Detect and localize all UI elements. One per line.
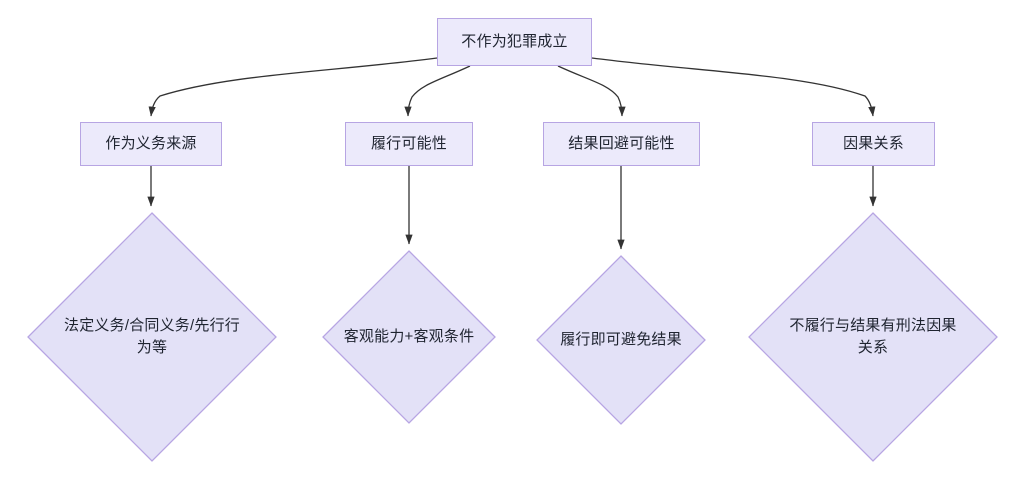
node-cond-1-label: 作为义务来源: [105, 134, 197, 152]
node-detail-4-label: 不履行与结果有刑法因果关系: [789, 316, 957, 357]
edge-root-to-cond-1: [148, 57, 438, 117]
edge-root-to-cond-4: [591, 57, 876, 117]
node-cond-2-label: 履行可能性: [370, 134, 447, 152]
node-cond-4[interactable]: 因果关系: [812, 122, 935, 166]
node-detail-4[interactable]: 不履行与结果有刑法因果关系: [748, 212, 998, 462]
node-detail-1-label: 法定义务/合同义务/先行行为等: [64, 316, 240, 357]
node-detail-3-label: 履行即可避免结果: [560, 330, 682, 348]
node-cond-4-label: 因果关系: [843, 134, 904, 152]
node-detail-4-label-box: 不履行与结果有刑法因果关系: [748, 212, 998, 462]
node-detail-3-label-box: 履行即可避免结果: [536, 255, 706, 425]
node-detail-2-label-box: 客观能力+客观条件: [322, 250, 496, 424]
node-detail-2[interactable]: 客观能力+客观条件: [322, 250, 496, 424]
diamond-shape-3: [536, 255, 706, 425]
node-cond-3[interactable]: 结果回避可能性: [543, 122, 700, 166]
edge-root-to-cond-2: [404, 65, 471, 117]
node-detail-1-label-box: 法定义务/合同义务/先行行为等: [27, 212, 277, 462]
node-detail-2-label: 客观能力+客观条件: [343, 327, 475, 345]
node-root-label: 不作为犯罪成立: [461, 32, 568, 50]
node-cond-1[interactable]: 作为义务来源: [80, 122, 222, 166]
diamond-shape-4: [748, 212, 998, 462]
node-root[interactable]: 不作为犯罪成立: [437, 18, 592, 66]
node-cond-2[interactable]: 履行可能性: [345, 122, 473, 166]
node-cond-3-label: 结果回避可能性: [568, 134, 675, 152]
diamond-shape-1: [27, 212, 277, 462]
node-detail-3[interactable]: 履行即可避免结果: [536, 255, 706, 425]
diamond-shape-2: [322, 250, 496, 424]
node-detail-1[interactable]: 法定义务/合同义务/先行行为等: [27, 212, 277, 462]
edge-root-to-cond-3: [557, 65, 626, 117]
